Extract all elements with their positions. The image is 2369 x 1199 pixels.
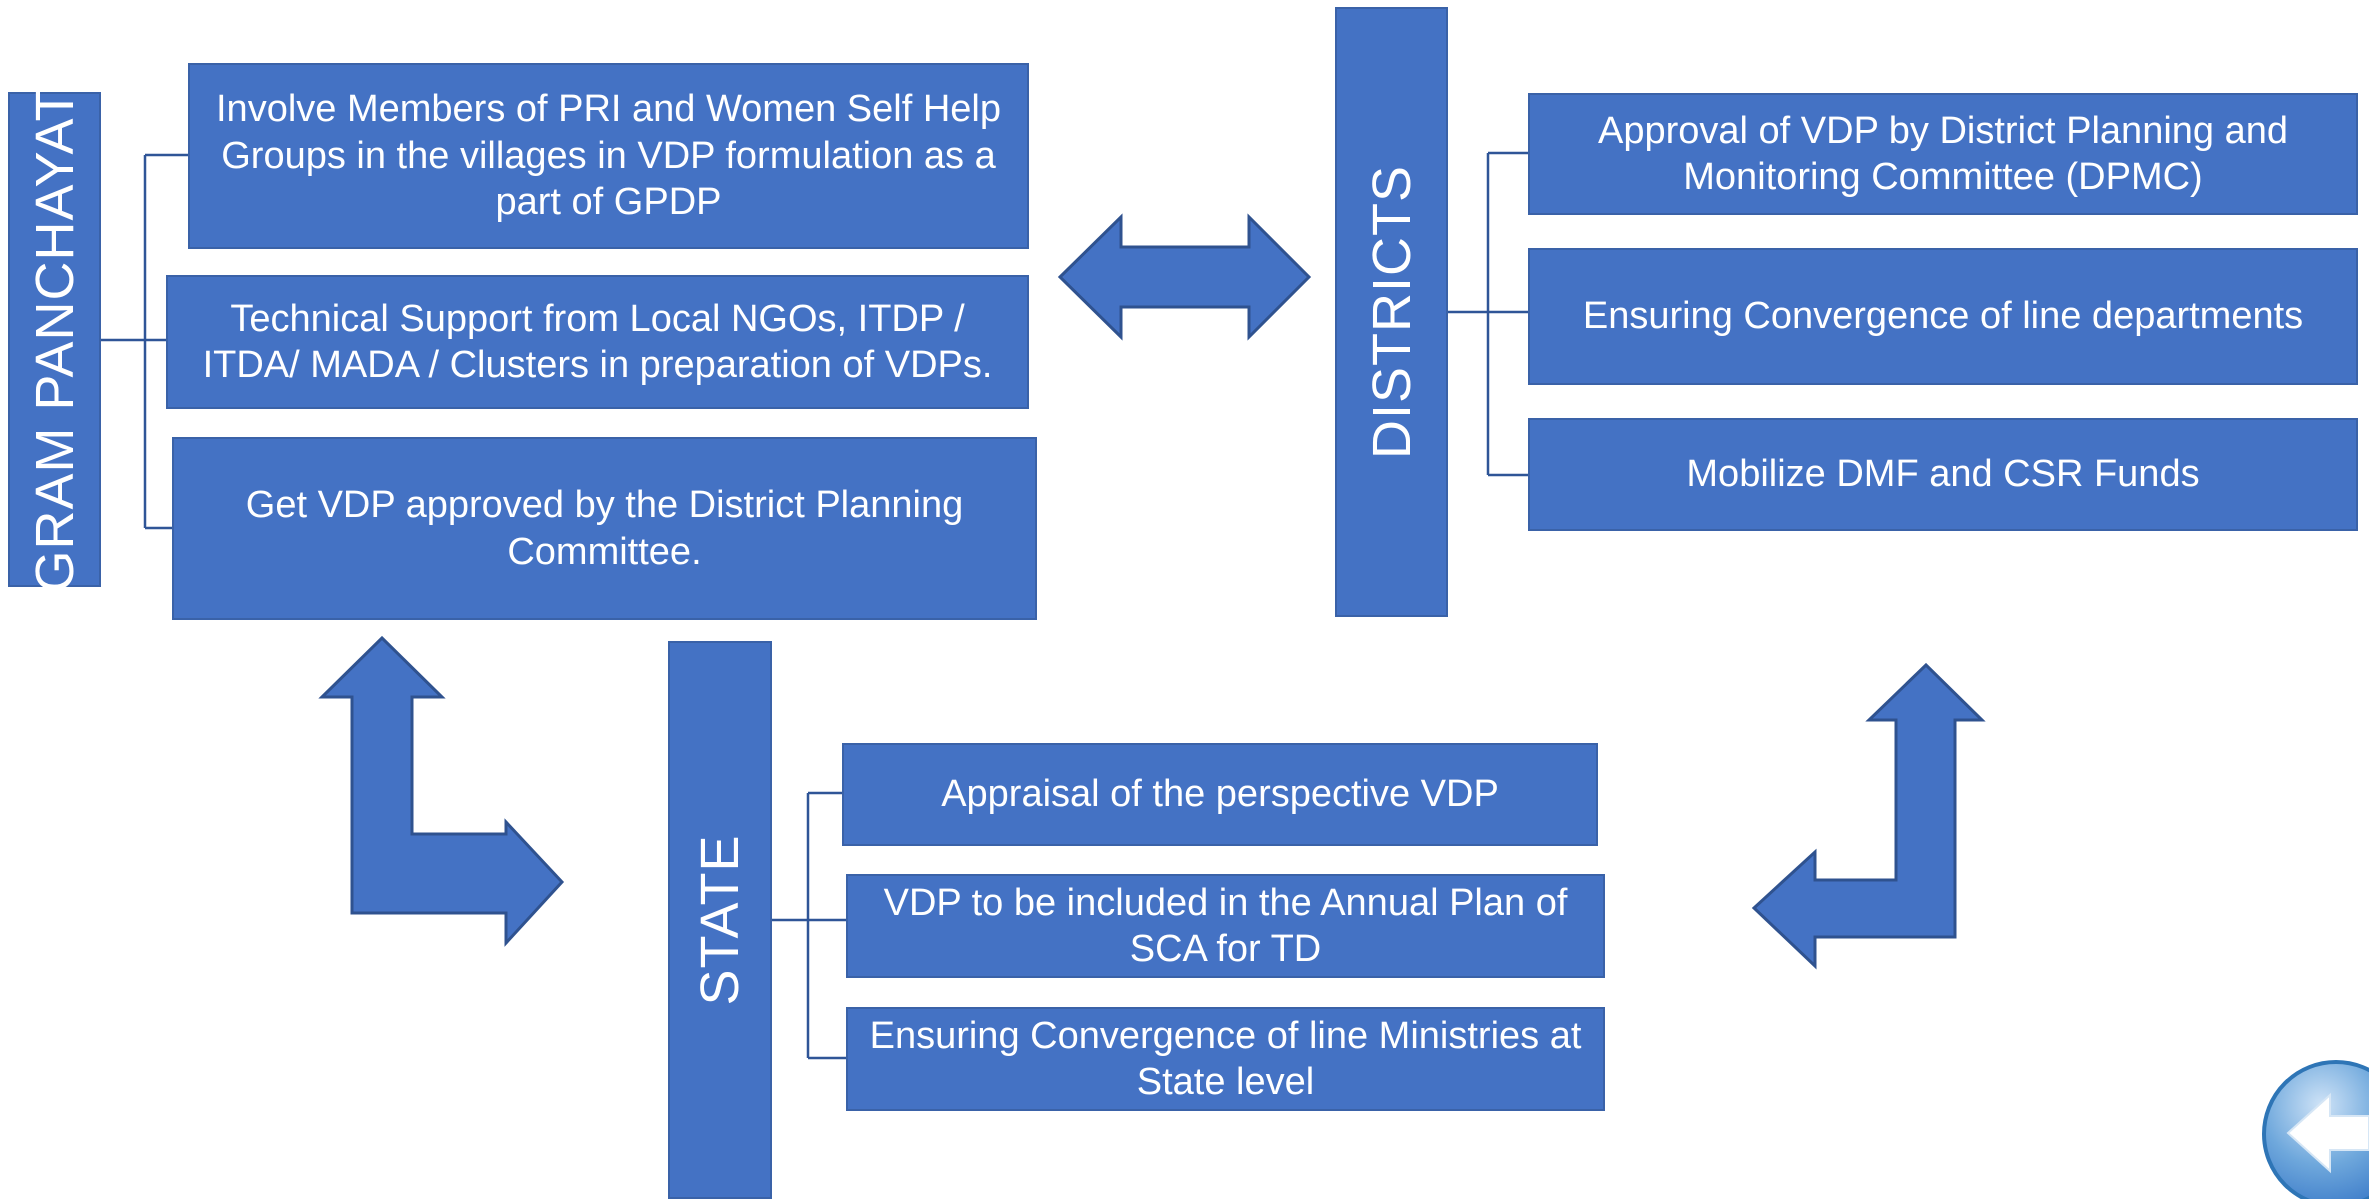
state-item-2: VDP to be included in the Annual Plan of… bbox=[846, 874, 1605, 978]
districts-item-2-text: Ensuring Convergence of line departments bbox=[1582, 295, 2304, 338]
districts-item-1-text: Approval of VDP by District Planning and… bbox=[1598, 109, 2288, 198]
state-item-3: Ensuring Convergence of line Ministries … bbox=[846, 1007, 1605, 1111]
districts-item-2: Ensuring Convergence of line departments bbox=[1528, 248, 2358, 385]
gram-panchayat-item-1: Involve Members of PRI and Women Self He… bbox=[188, 63, 1029, 249]
gram-panchayat-item-3: Get VDP approved by the District Plannin… bbox=[172, 437, 1037, 620]
left-right-arrow-icon bbox=[1057, 213, 1312, 341]
back-arrow-icon bbox=[2286, 1092, 2369, 1174]
back-button[interactable] bbox=[2262, 1060, 2369, 1199]
gram-panchayat-title: GRAM PANCHAYAT bbox=[24, 86, 85, 593]
gram-panchayat-item-2: Technical Support from Local NGOs, ITDP … bbox=[166, 275, 1029, 409]
state-item-2-text: VDP to be included in the Annual Plan of… bbox=[883, 881, 1568, 970]
state-item-1-text: Appraisal of the perspective VDP bbox=[941, 773, 1499, 816]
gram-panchayat-bar: GRAM PANCHAYAT bbox=[8, 87, 101, 592]
state-connector bbox=[772, 791, 846, 1060]
districts-item-1: Approval of VDP by District Planning and… bbox=[1528, 93, 2358, 215]
districts-bar: DISTRICTS bbox=[1335, 7, 1448, 617]
districts-item-3: Mobilize DMF and CSR Funds bbox=[1528, 418, 2358, 531]
gram-panchayat-connector bbox=[100, 153, 188, 530]
districts-connector bbox=[1448, 151, 1528, 477]
districts-title: DISTRICTS bbox=[1361, 164, 1422, 460]
gram-panchayat-item-2-text: Technical Support from Local NGOs, ITDP … bbox=[202, 297, 993, 386]
left-up-bent-arrow-icon bbox=[1751, 662, 1986, 970]
state-bar: STATE bbox=[668, 641, 772, 1199]
state-item-1: Appraisal of the perspective VDP bbox=[842, 743, 1598, 846]
up-right-bent-arrow-icon bbox=[318, 635, 565, 947]
districts-item-3-text: Mobilize DMF and CSR Funds bbox=[1686, 453, 2200, 496]
gram-panchayat-item-3-text: Get VDP approved by the District Plannin… bbox=[245, 484, 964, 573]
gram-panchayat-item-1-text: Involve Members of PRI and Women Self He… bbox=[216, 88, 1001, 224]
state-title: STATE bbox=[690, 834, 750, 1006]
state-item-3-text: Ensuring Convergence of line Ministries … bbox=[869, 1014, 1582, 1103]
